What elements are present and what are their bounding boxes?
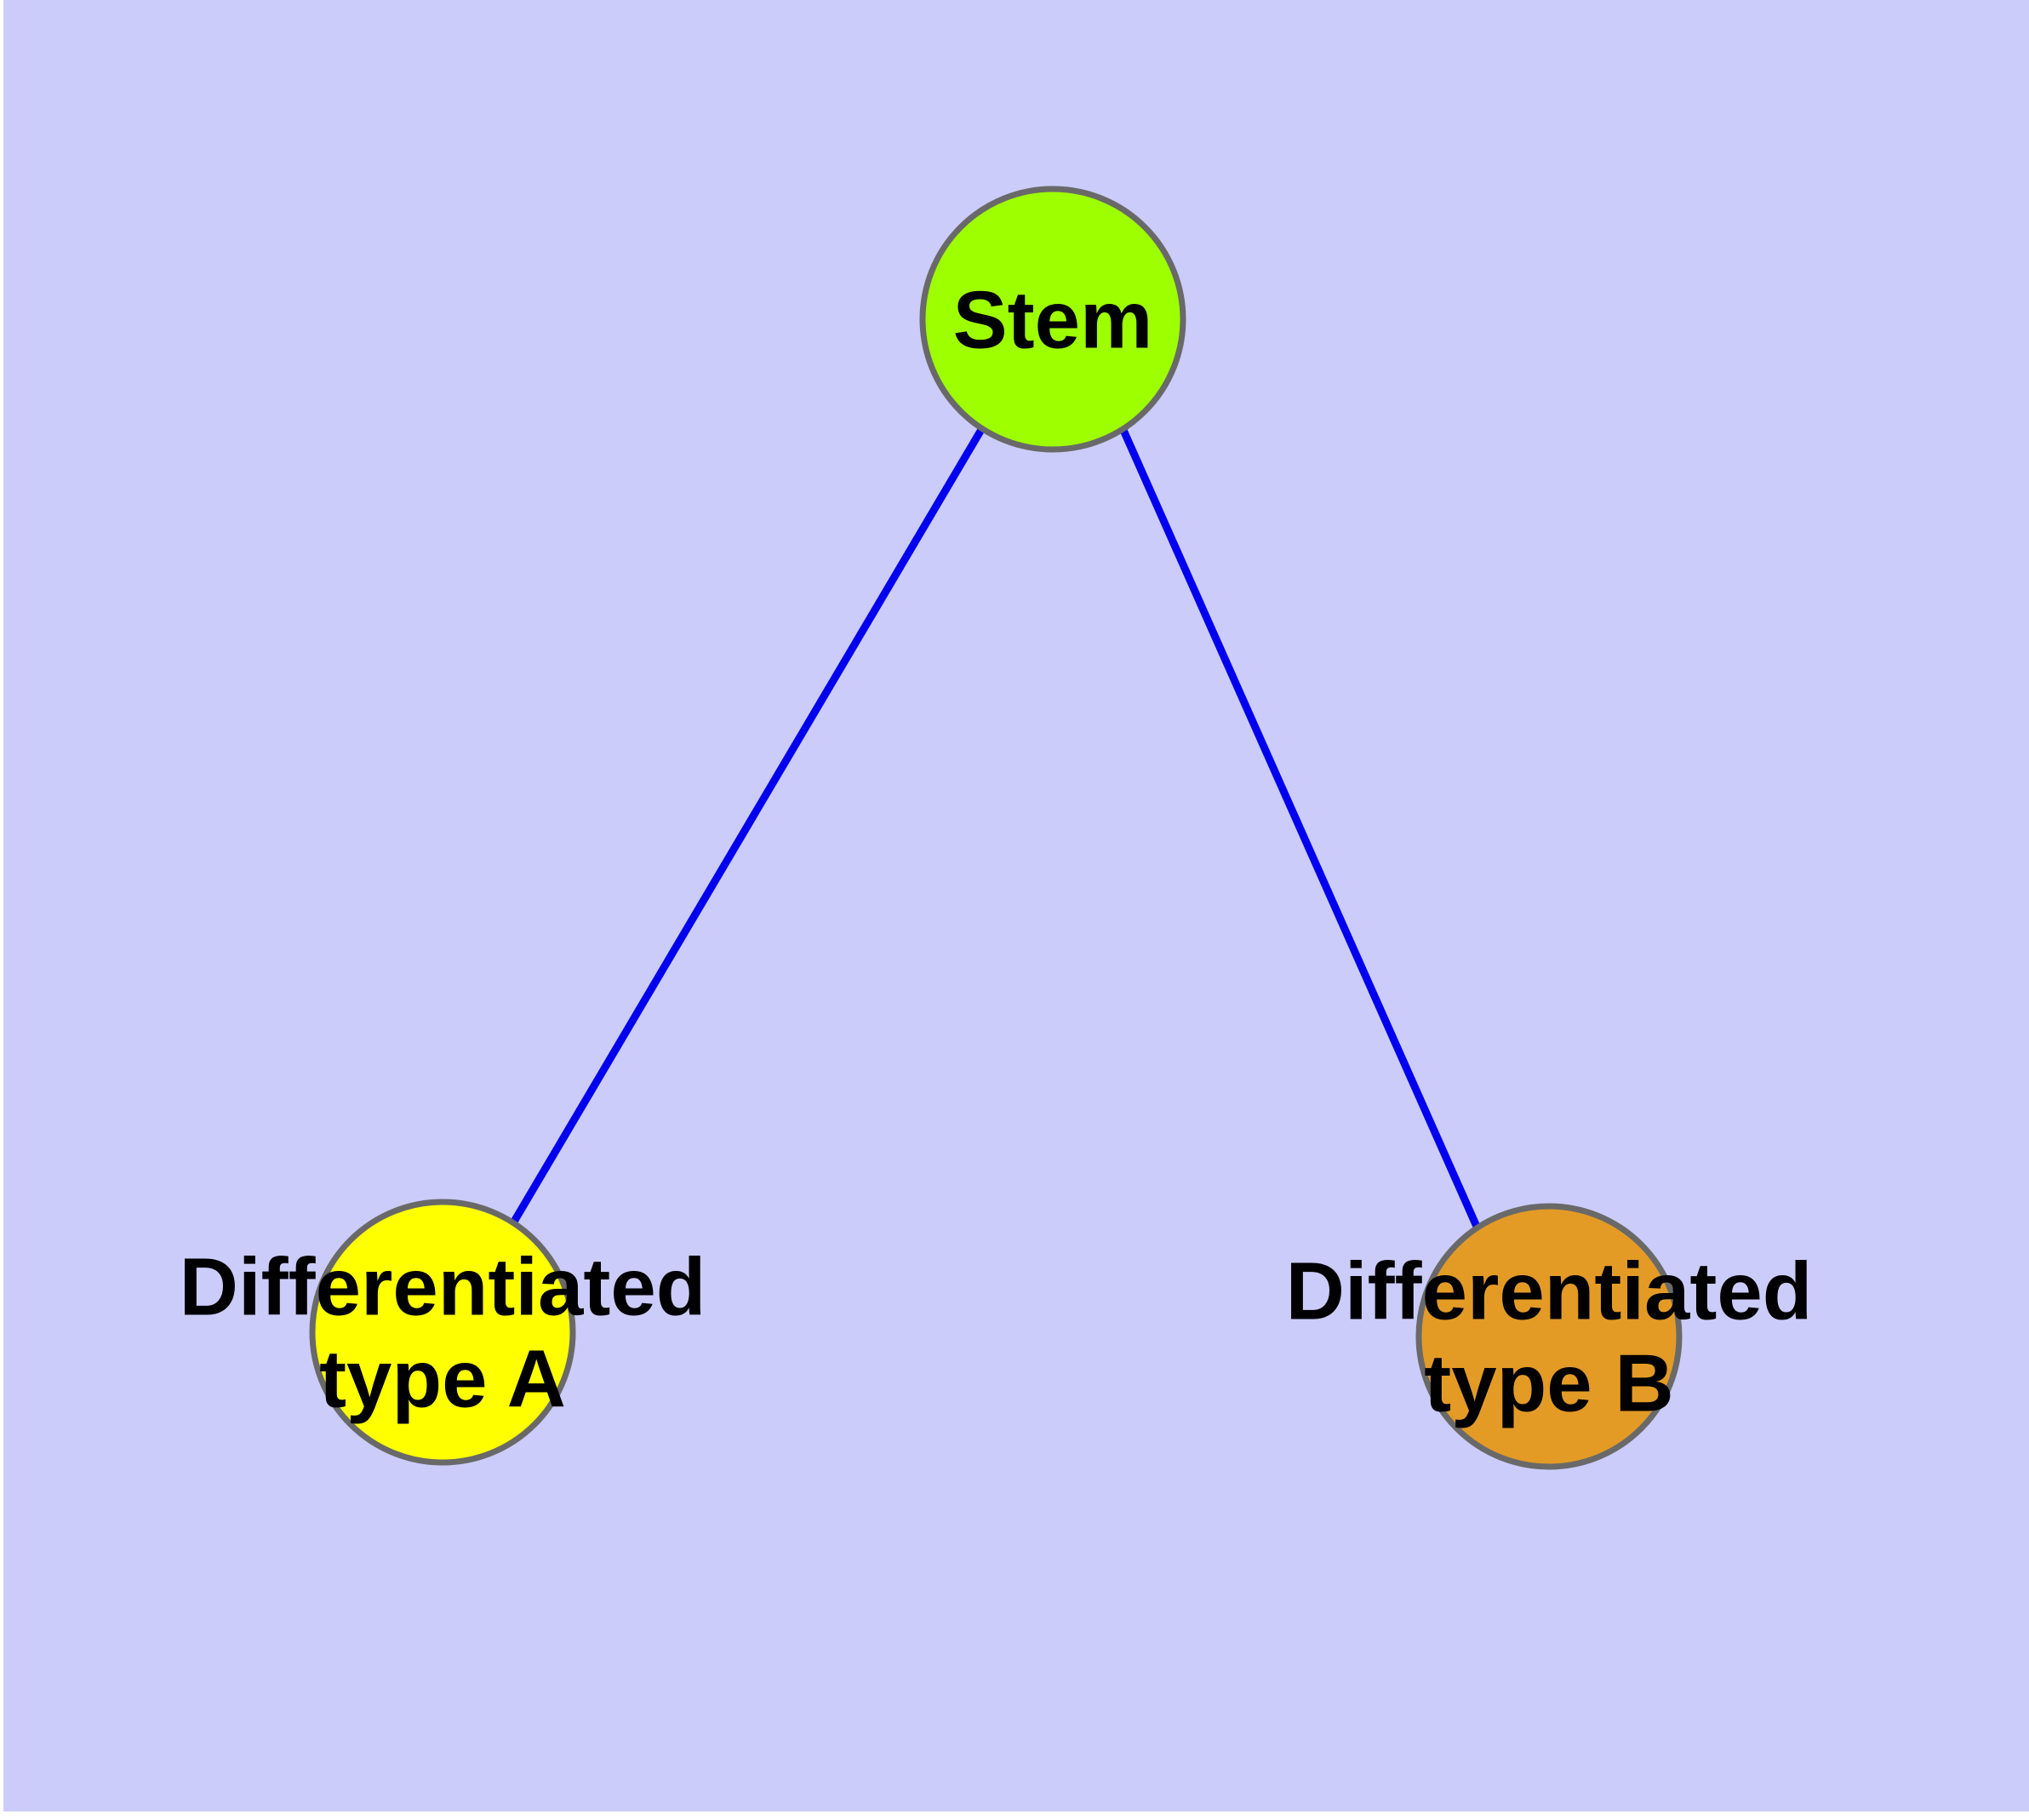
node-differentiated-type-b-circle[interactable] <box>1415 1203 1683 1470</box>
edge-group <box>511 426 1482 1230</box>
edge-stem-to-differentiated-type-a[interactable] <box>511 426 986 1224</box>
node-stem-circle[interactable] <box>919 186 1186 453</box>
node-differentiated-type-a[interactable]: Differentiated type A <box>180 1199 706 1466</box>
node-differentiated-type-a-label-line-2: type A <box>319 1334 566 1425</box>
node-differentiated-type-a-label-line-1: Differentiated <box>180 1242 706 1333</box>
node-stem-label-line-1: Stem <box>953 275 1153 366</box>
edge-stem-to-differentiated-type-b[interactable] <box>1118 426 1482 1230</box>
node-differentiated-type-b-label-line-2: type B <box>1424 1338 1673 1429</box>
node-differentiated-type-a-circle[interactable] <box>309 1199 576 1466</box>
node-differentiated-type-b[interactable]: Differentiated type B <box>1286 1203 1813 1470</box>
node-differentiated-type-b-label-line-1: Differentiated <box>1286 1246 1813 1337</box>
node-stem[interactable]: Stem <box>919 186 1186 453</box>
